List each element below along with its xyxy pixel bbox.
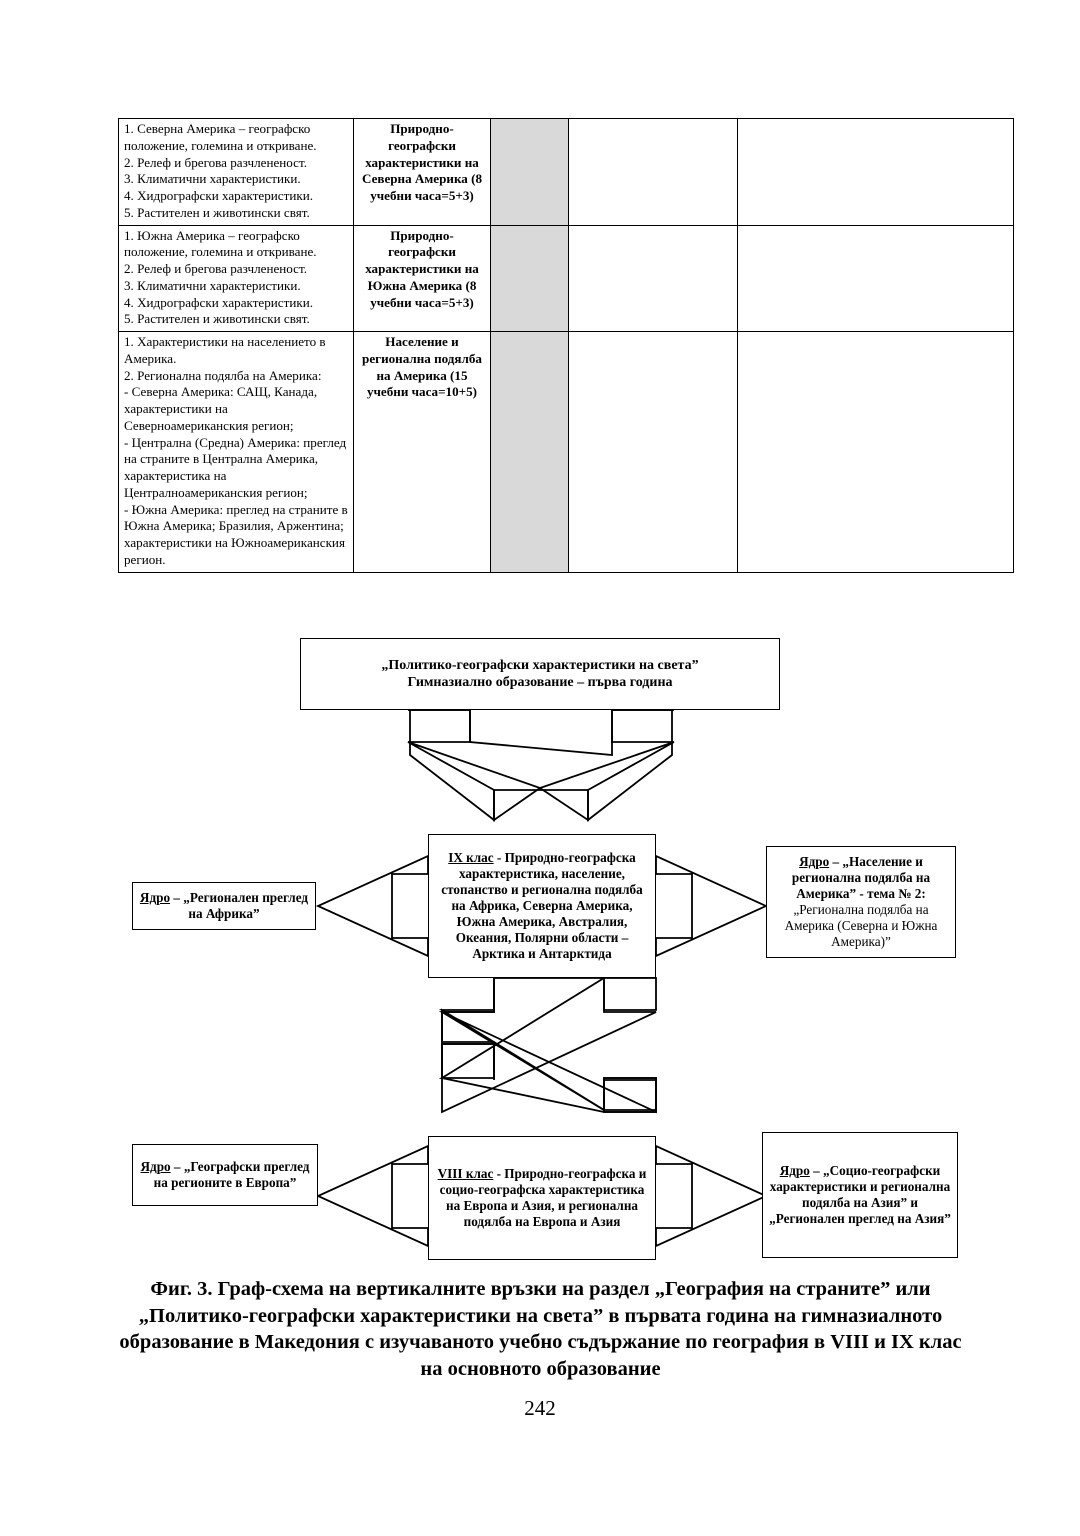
curriculum-table: 1. Северна Америка – географско положени… xyxy=(118,118,1014,573)
grade-8-text: VIII клас - Природно-географска и социо-… xyxy=(435,1166,649,1230)
table-cell-theme: Население и регионална подялба на Америк… xyxy=(353,331,491,573)
node-box-core-africa: Ядро – „Регионален преглед на Африка” xyxy=(132,882,316,930)
table-cell-shaded xyxy=(490,224,569,332)
topic-line: 3. Климатични характеристики. xyxy=(124,171,301,187)
topic-line: 5. Растителен и животински свят. xyxy=(124,311,310,327)
topic-line: 1. Характеристики на населението в Амери… xyxy=(124,334,326,366)
core-africa-label: Ядро xyxy=(139,889,171,905)
curriculum-table-wrapper: 1. Северна Америка – географско положени… xyxy=(118,118,1014,573)
table-cell-blank2 xyxy=(737,331,1014,573)
top-theme-text: „Политико-географски характеристики на с… xyxy=(307,657,773,691)
grade-9-description: - Природно-географска характеристика, на… xyxy=(441,849,643,962)
topic-line: - Централна (Средна) Америка: преглед на… xyxy=(124,434,347,500)
arrow-ix-to-africa xyxy=(315,854,429,958)
table-cell-blank1 xyxy=(568,331,738,573)
core-europe-text: Ядро – „Географски преглед на регионите … xyxy=(139,1159,311,1191)
bowtie-connector xyxy=(441,980,657,1114)
table-cell-blank2 xyxy=(737,224,1014,332)
arrow-ix-to-america xyxy=(655,854,769,958)
top-theme-line1: „Политико-географски характеристики на с… xyxy=(381,657,699,673)
arrow-viii-to-europe xyxy=(315,1144,429,1248)
caption-line-1: Фиг. 3. Граф-схема на вертикалните връзк… xyxy=(150,1278,891,1300)
table-cell-shaded xyxy=(490,331,569,573)
caption-line-4: по география в VIII и IX клас на основно… xyxy=(420,1331,962,1380)
topic-line: - Южна Америка: преглед на страните в Юж… xyxy=(124,501,348,567)
node-box-grade-9: IX клас - Природно-географска характерис… xyxy=(428,834,656,978)
core-europe-label: Ядро xyxy=(140,1158,171,1174)
core-africa-text: Ядро – „Регионален преглед на Африка” xyxy=(139,890,309,922)
topic-line: 4. Хидрографски характеристики. xyxy=(124,294,313,310)
grade-9-text: IX клас - Природно-географска характерис… xyxy=(435,850,649,963)
table-row: 1. Характеристики на населението в Амери… xyxy=(118,331,1014,573)
grade-9-label: IX клас xyxy=(448,849,494,865)
core-africa-description: – „Регионален преглед на Африка” xyxy=(170,889,309,921)
arrow-viii-to-asia xyxy=(655,1144,769,1248)
table-cell-topics: 1. Характеристики на населението в Амери… xyxy=(118,331,354,573)
topic-line: - Северна Америка: САЩ, Канада, характер… xyxy=(124,384,318,433)
table-body: 1. Северна Америка – географско положени… xyxy=(118,118,1014,573)
graph-scheme-diagram: „Политико-географски характеристики на с… xyxy=(0,620,1080,1280)
node-box-core-america: Ядро – „Население и регионална подялба н… xyxy=(766,846,956,958)
node-box-core-europe: Ядро – „Географски преглед на регионите … xyxy=(132,1144,318,1206)
node-box-core-asia: Ядро – „Социо-географски характеристики … xyxy=(762,1132,958,1258)
bowtie-connector-middle xyxy=(438,978,657,1113)
table-row: 1. Южна Америка – географско положение, … xyxy=(118,224,1014,332)
grade-8-label: VIII клас xyxy=(437,1165,494,1181)
topic-line: 2. Регионална подялба на Америка: xyxy=(124,367,322,383)
caption-line-3: гимназиалното образование в Македония с … xyxy=(119,1304,943,1354)
topic-line: 1. Северна Америка – географско положени… xyxy=(124,121,317,153)
core-europe-description: – „Географски преглед на регионите в Евр… xyxy=(153,1158,310,1190)
table-cell-blank1 xyxy=(568,118,738,226)
grade-8-description: - Природно-географска и социо-географска… xyxy=(439,1165,647,1230)
node-box-grade-8: VIII клас - Природно-географска и социо-… xyxy=(428,1136,656,1260)
table-cell-topics: 1. Северна Америка – географско положени… xyxy=(118,118,354,226)
table-cell-blank2 xyxy=(737,118,1014,226)
page-number: 242 xyxy=(524,1396,556,1420)
core-america-description: – „Население и регионална подялба на Аме… xyxy=(791,853,931,901)
topic-line: 2. Релеф и брегова разчлененост. xyxy=(124,261,307,276)
topic-line: 2. Релеф и брегова разчлененост. xyxy=(124,154,307,170)
table-cell-blank1 xyxy=(568,224,738,332)
core-asia-description: – „Социо-географски характеристики и рег… xyxy=(769,1162,951,1227)
table-row: 1. Северна Америка – географско положени… xyxy=(118,118,1014,226)
table-cell-topics: 1. Южна Америка – географско положение, … xyxy=(118,224,354,332)
top-theme-line2: Гимназиално образование – първа година xyxy=(407,675,673,690)
topic-line: 3. Климатични характеристики. xyxy=(124,277,301,293)
crossed-connector-top-outline xyxy=(407,709,542,822)
node-box-top-theme: „Политико-географски характеристики на с… xyxy=(300,638,780,710)
caption-line-2: или „Политико-географски характеристики … xyxy=(138,1278,931,1327)
crossed-connector-top xyxy=(408,710,588,820)
core-america-subtext: „Регионална подялба на Америка (Северна … xyxy=(784,902,938,950)
topic-line: 5. Растителен и животински свят. xyxy=(124,204,310,220)
core-asia-label: Ядро xyxy=(779,1162,810,1178)
topic-line: 4. Хидрографски характеристики. xyxy=(124,188,313,203)
topic-line: 1. Южна Америка – географско положение, … xyxy=(124,227,317,260)
crossed-connector-top-outline2 xyxy=(537,709,675,822)
core-america-label: Ядро xyxy=(799,853,830,869)
table-cell-theme: Природно-географски характеристики на Юж… xyxy=(353,224,491,332)
core-america-text: Ядро – „Население и регионална подялба н… xyxy=(773,854,949,951)
table-cell-theme: Природно-географски характеристики на Се… xyxy=(353,118,491,226)
core-asia-text: Ядро – „Социо-географски характеристики … xyxy=(769,1163,951,1227)
table-cell-shaded xyxy=(490,118,569,226)
figure-caption: Фиг. 3. Граф-схема на вертикалните връзк… xyxy=(118,1276,963,1383)
diagram-connectors-precise xyxy=(315,709,769,1248)
